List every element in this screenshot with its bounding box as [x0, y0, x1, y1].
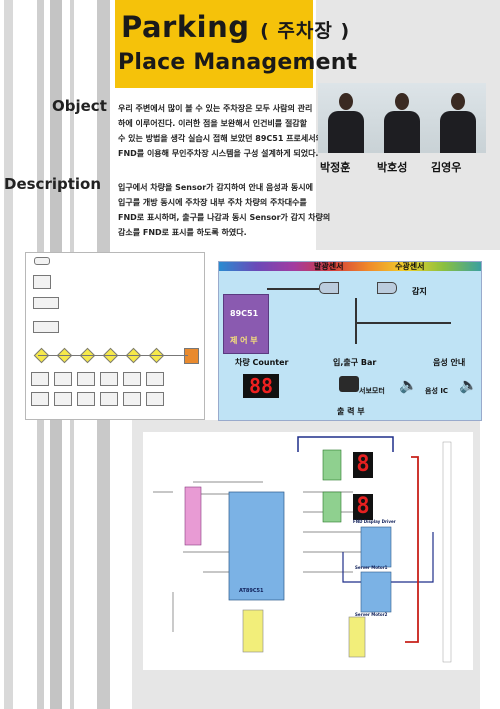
fnd-digit-1: 8	[356, 452, 370, 477]
page-subtitle: Place Management	[118, 50, 358, 75]
fnd-driver-label: FND Display Driver	[353, 519, 396, 524]
flow-row2-e	[123, 372, 141, 386]
member-photo-3	[430, 83, 486, 153]
servo2-label: Server Motor2	[355, 612, 388, 617]
speaker-icon-1: 🔈	[399, 376, 418, 394]
cpu-block: 89C51 제 어 부	[223, 294, 269, 354]
schematic-svg	[153, 436, 452, 663]
output-label: 출 력 부	[337, 407, 365, 416]
control-label: 제 어 부	[230, 336, 258, 345]
description-label: Description	[4, 175, 102, 193]
member-name-3: 김영우	[431, 161, 462, 174]
flow-connector-line	[38, 355, 188, 356]
flow-row2-f	[146, 372, 164, 386]
gate-sensor-icon	[339, 376, 359, 392]
description-text: 입구에서 차량을 Sensor가 감지하여 안내 음성과 동시에 입구를 개방 …	[118, 183, 331, 237]
counter-label: 차량 Counter	[235, 358, 289, 367]
bar-label: 입,출구 Bar	[333, 358, 377, 367]
object-text: 우리 주변에서 많이 볼 수 있는 주차장은 모두 사람의 관리 하에 이루어진…	[118, 104, 323, 158]
fnd-display: 88	[243, 374, 279, 398]
page-title: Parking ( 주차장 )	[121, 10, 351, 44]
emitter-sensor-icon	[319, 282, 339, 294]
servo-label: 서보모터	[359, 387, 385, 395]
block-diagram: 발광센서 수광센서 89C51 제 어 부 감지 차량 Counter 88 입…	[218, 261, 482, 421]
flow-row2-d	[100, 372, 118, 386]
receiver-label: 수광센서	[395, 262, 425, 271]
voice-label: 음성 안내	[433, 358, 466, 367]
servo1-label: Server Motor1	[355, 565, 388, 570]
flow-box-2	[33, 297, 59, 309]
flowchart-figure	[25, 252, 205, 420]
member-name-1: 박정훈	[320, 161, 351, 174]
emitter-label: 발광센서	[314, 262, 344, 271]
fnd-digit-2: 8	[356, 494, 370, 519]
circuit-schematic: AT89C51 FND Display Driver Server Motor1…	[143, 432, 473, 670]
flow-row2-b	[54, 372, 72, 386]
speaker-icon-2: 🔈	[459, 376, 478, 394]
connector-h1	[267, 288, 319, 290]
voice-ic-label: 음성 IC	[425, 387, 449, 395]
object-label: Object	[52, 97, 107, 115]
member-name-2: 박호성	[377, 161, 408, 174]
flow-row3-e	[123, 392, 141, 406]
flow-row3-a	[31, 392, 49, 406]
receiver-sensor-icon	[377, 282, 397, 294]
connector-h2	[355, 322, 451, 324]
block-rainbow-bar	[219, 262, 481, 271]
cpu-label: 89C51	[230, 309, 259, 318]
flow-box-3	[33, 321, 59, 333]
flow-row3-c	[77, 392, 95, 406]
title-box	[115, 0, 313, 88]
mcu-label: AT89C51	[239, 588, 264, 594]
flow-start	[34, 257, 50, 265]
flow-box-1	[33, 275, 51, 289]
stripe-1	[4, 0, 13, 709]
flow-end-box	[184, 348, 199, 364]
member-photo-1	[318, 83, 374, 153]
flow-row3-b	[54, 392, 72, 406]
flow-row3-f	[146, 392, 164, 406]
flow-row2-a	[31, 372, 49, 386]
flow-row3-d	[100, 392, 118, 406]
member-photo-2	[374, 83, 430, 153]
sense-label: 감지	[412, 287, 427, 296]
flow-row2-c	[77, 372, 95, 386]
connector-v1	[355, 298, 357, 344]
